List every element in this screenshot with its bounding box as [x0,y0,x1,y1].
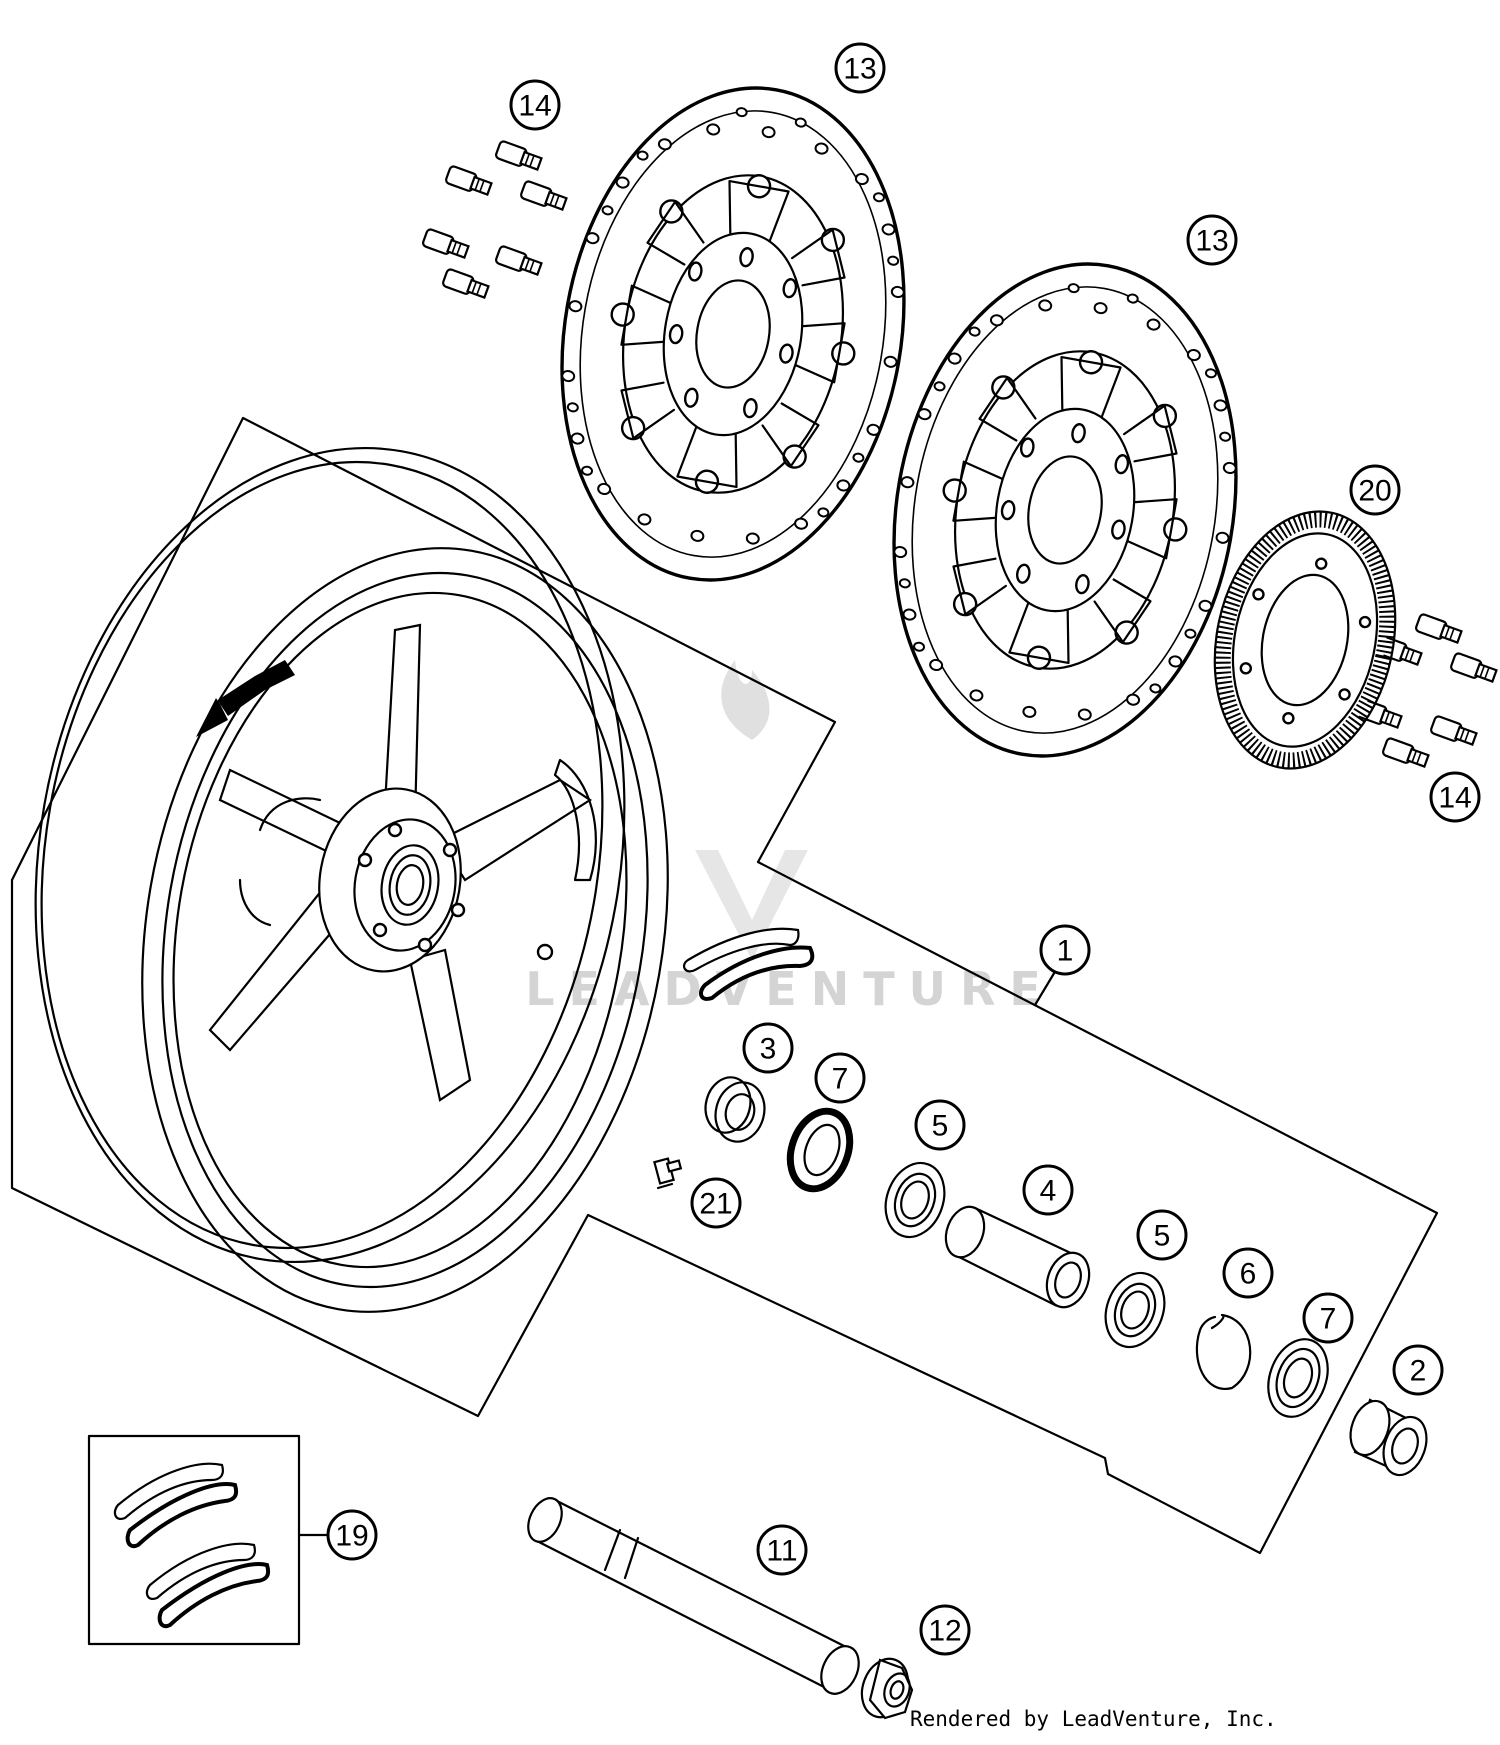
callout-7-left: 7 [814,1052,866,1104]
spacer-3 [704,1076,766,1143]
callout-3: 3 [742,1022,794,1074]
circlip-6 [1195,1313,1252,1390]
svg-text:7: 7 [832,1063,849,1096]
tire-valve-21 [653,1157,683,1190]
callout-14-lower: 14 [1429,771,1481,823]
spacer-2 [1349,1398,1428,1477]
callout-21: 21 [690,1177,742,1229]
svg-text:14: 14 [1438,782,1471,815]
front-wheel-rim [34,447,669,1313]
svg-text:13: 13 [843,53,876,86]
watermark-v-icon [695,850,808,960]
svg-text:20: 20 [1358,475,1391,508]
render-credit-footer: Rendered by LeadVenture, Inc. [910,1707,1277,1731]
watermark-flame-icon [721,660,770,740]
callout-14-upper: 14 [509,79,561,131]
callout-11: 11 [756,1524,808,1576]
svg-text:21: 21 [699,1188,732,1221]
svg-text:11: 11 [766,1535,797,1568]
brake-disc-right [892,262,1238,758]
callout-1: 1 [1039,924,1091,976]
wheel-axle-11 [527,1497,860,1695]
disc-bolts-lower [1355,613,1498,768]
callout-4: 4 [1022,1164,1074,1216]
watermark-text: LEADVENTURE [525,962,1055,1016]
wheel-assembly-frame [10,416,1439,1555]
svg-text:14: 14 [518,90,551,123]
distance-sleeve-4 [944,1205,1091,1309]
svg-text:5: 5 [1154,1220,1171,1253]
callout-5-left: 5 [914,1099,966,1151]
callout-13-left: 13 [834,42,886,94]
callout-19: 19 [326,1509,378,1561]
svg-text:3: 3 [760,1033,777,1066]
rim-decal-strips [682,927,815,1001]
callout-12: 12 [919,1604,971,1656]
svg-text:7: 7 [1320,1303,1337,1336]
shaft-seal-right [1267,1338,1329,1418]
callout-13-right: 13 [1186,214,1238,266]
callout-7-right: 7 [1302,1292,1354,1344]
axle-nut-12 [860,1657,914,1720]
shaft-seal-left [786,1107,854,1193]
svg-text:13: 13 [1195,225,1228,258]
callout-20: 20 [1349,464,1401,516]
svg-text:6: 6 [1240,1258,1257,1291]
abs-tone-ring [1213,510,1397,770]
ball-bearing-right [1104,1271,1166,1349]
brake-disc-left [560,86,906,582]
svg-text:4: 4 [1040,1175,1057,1208]
disc-bolts-upper [422,140,568,299]
svg-text:5: 5 [932,1110,949,1143]
callout-6: 6 [1222,1247,1274,1299]
callout-2: 2 [1392,1344,1444,1396]
svg-text:19: 19 [335,1520,368,1553]
svg-text:1: 1 [1057,935,1074,968]
callout-5-right: 5 [1136,1209,1188,1261]
svg-text:12: 12 [928,1615,961,1648]
ball-bearing-left [884,1161,946,1239]
decal-set-19 [87,1434,330,1646]
svg-text:2: 2 [1410,1355,1427,1388]
rotation-direction-arrow-icon [196,660,295,737]
